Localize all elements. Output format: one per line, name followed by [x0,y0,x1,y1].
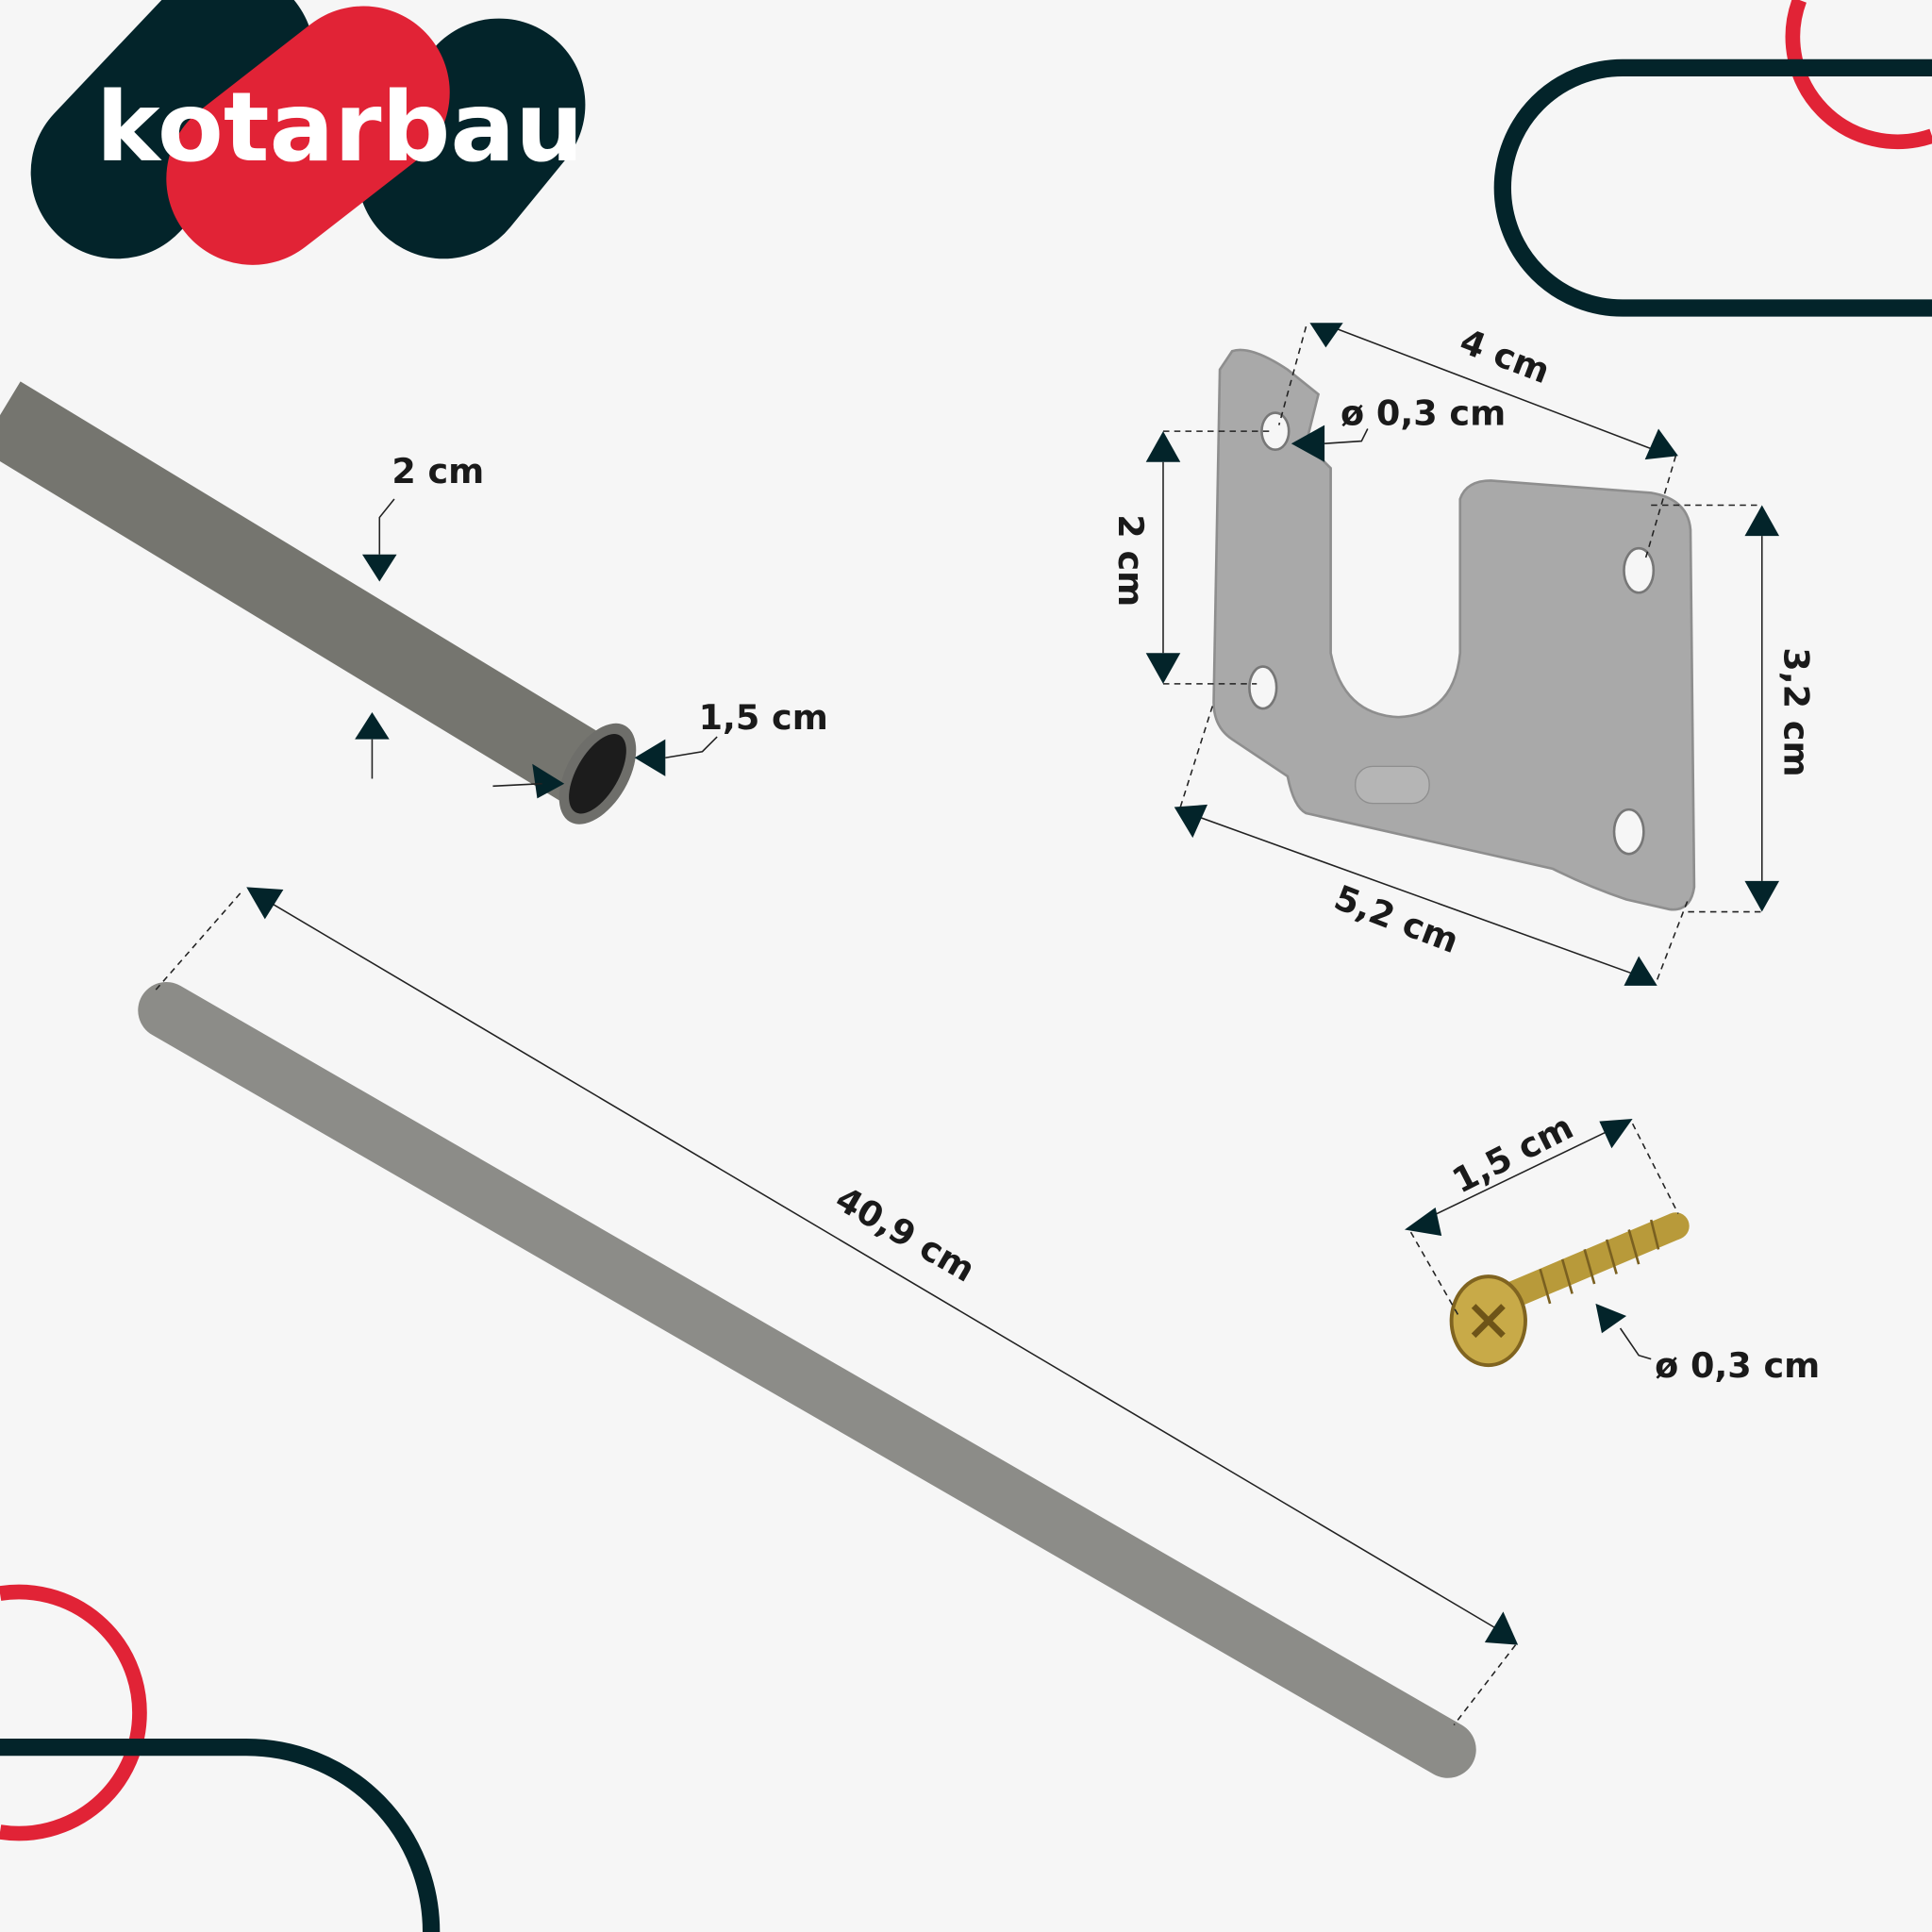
bracket-right-height-label: 3,2 cm [1775,647,1816,776]
rail-width-label: 1,5 cm [699,697,828,738]
rail-height-label: 2 cm [391,451,484,491]
rail-short: 2 cm 1,5 cm [0,381,828,824]
screw-diameter-label: ø 0,3 cm [1655,1345,1820,1386]
bracket-hole-label: ø 0,3 cm [1341,393,1506,434]
decor-top-right [1493,0,1932,317]
logo-text: kotarbau [96,72,584,184]
decor-bottom-left [0,1584,441,1932]
bracket-left-height-label: 2 cm [1110,514,1151,607]
brand-logo: kotarbau [30,0,586,265]
